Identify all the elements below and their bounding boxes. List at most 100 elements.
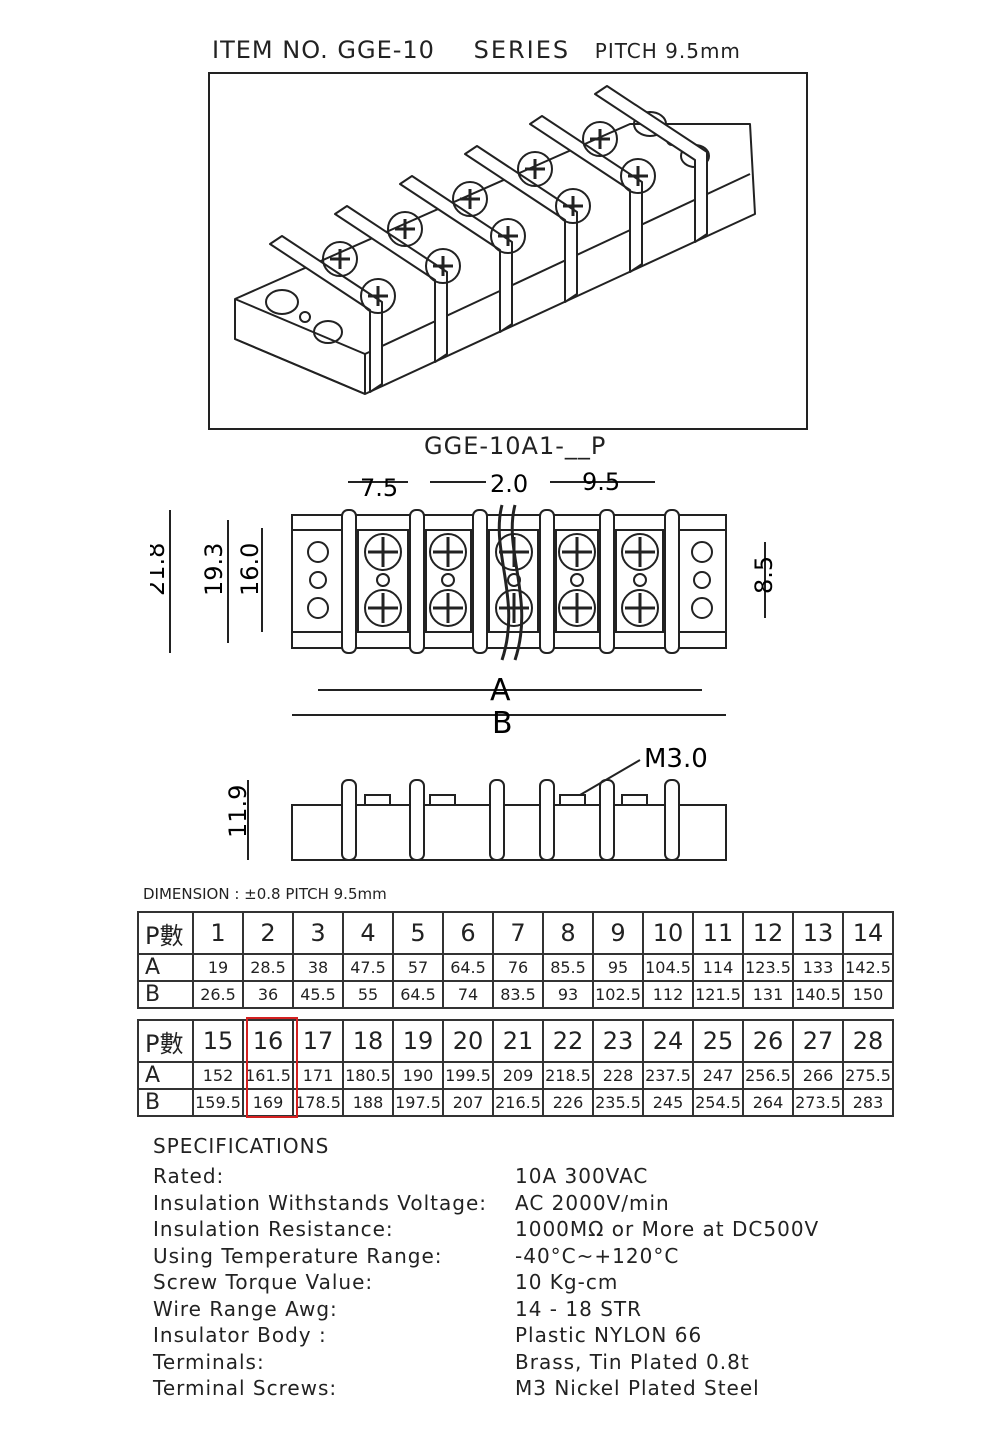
table-cell: 245 <box>642 1088 694 1117</box>
spec-label: Screw Torque Value: <box>153 1270 374 1294</box>
table-cell: 273.5 <box>792 1088 844 1117</box>
table-cell: 85.5 <box>542 953 594 982</box>
table-cell: 171 <box>292 1061 344 1090</box>
table-cell: 152 <box>192 1061 244 1090</box>
table-cell: 159.5 <box>192 1088 244 1117</box>
spec-label: Insulation Resistance: <box>153 1217 394 1241</box>
dim-b: B <box>492 706 513 741</box>
table-cell: 16 <box>242 1019 294 1063</box>
table-cell: 3 <box>292 911 344 955</box>
table-cell: 190 <box>392 1061 444 1090</box>
table-cell: 235.5 <box>592 1088 644 1117</box>
specifications: SPECIFICATIONS Rated: 10A 300VAC Insulati… <box>153 1134 818 1403</box>
row-header-b: B <box>137 1088 194 1117</box>
table-cell: 104.5 <box>642 953 694 982</box>
row-header-p: P數 <box>137 1019 194 1063</box>
table-cell: 28.5 <box>242 953 294 982</box>
table-cell: 15 <box>192 1019 244 1063</box>
table-cell: 55 <box>342 980 394 1009</box>
table-cell: 140.5 <box>792 980 844 1009</box>
table-cell: 228 <box>592 1061 644 1090</box>
table-row: B 26.5 36 45.5 55 64.5 74 83.5 93 102.5 … <box>137 980 894 1009</box>
table-cell: 218.5 <box>542 1061 594 1090</box>
table-cell: 22 <box>542 1019 594 1063</box>
table-cell: 169 <box>242 1088 294 1117</box>
table-cell: 19 <box>392 1019 444 1063</box>
spec-label: Rated: <box>153 1164 225 1188</box>
table-cell: 5 <box>392 911 444 955</box>
table-cell: 20 <box>442 1019 494 1063</box>
table-cell: 247 <box>692 1061 744 1090</box>
table-cell: 180.5 <box>342 1061 394 1090</box>
table-cell: 24 <box>642 1019 694 1063</box>
spec-value: 1000MΩ or More at DC500V <box>515 1217 820 1241</box>
table-cell: 47.5 <box>342 953 394 982</box>
table-cell: 57 <box>392 953 444 982</box>
series-label: SERIES <box>473 36 571 64</box>
table-cell: 254.5 <box>692 1088 744 1117</box>
dim-8-5: 8.5 <box>750 556 778 594</box>
table-cell: 266 <box>792 1061 844 1090</box>
table-cell: 7 <box>492 911 544 955</box>
table-row: P數 1 2 3 4 5 6 7 8 9 10 11 12 13 14 <box>137 911 894 955</box>
dim-19-3: 19.3 <box>200 543 228 596</box>
spec-row: Insulation Withstands Voltage:AC 2000V/m… <box>153 1191 669 1218</box>
table-cell: 133 <box>792 953 844 982</box>
table-cell: 8 <box>542 911 594 955</box>
spec-value: 10 Kg-cm <box>515 1270 619 1294</box>
terminal-block-isometric-drawing <box>234 85 756 395</box>
spec-row: Terminals:Brass, Tin Plated 0.8t <box>153 1350 749 1377</box>
table-cell: 209 <box>492 1061 544 1090</box>
table-cell: 1 <box>192 911 244 955</box>
spec-label: Terminal Screws: <box>153 1376 338 1400</box>
dim-7-5: 7.5 <box>360 474 398 502</box>
spec-row: Wire Range Awg: 14 - 18 STR <box>153 1297 641 1324</box>
table-cell: 131 <box>742 980 794 1009</box>
table-row: A 152 161.5 171 180.5 190 199.5 209 218.… <box>137 1061 894 1090</box>
table-cell: 11 <box>692 911 744 955</box>
spec-label: Insulation Withstands Voltage: <box>153 1190 487 1215</box>
table-cell: 25 <box>692 1019 744 1063</box>
table-cell: 121.5 <box>692 980 744 1009</box>
table-cell: 283 <box>842 1088 894 1117</box>
spec-label: Using Temperature Range: <box>153 1243 443 1268</box>
spec-value: 10A 300VAC <box>515 1164 649 1188</box>
dim-21-8: 21.8 <box>150 543 170 596</box>
dim-m3: M3.0 <box>644 744 708 774</box>
spec-row: Terminal Screws:M3 Nickel Plated Steel <box>153 1376 759 1403</box>
dimension-note: DIMENSION : ±0.8 PITCH 9.5mm <box>143 885 387 903</box>
table-cell: 150 <box>842 980 894 1009</box>
table-cell: 76 <box>492 953 544 982</box>
isometric-view-frame <box>208 72 808 430</box>
row-header-b: B <box>137 980 194 1009</box>
table-cell: 83.5 <box>492 980 544 1009</box>
table-cell: 237.5 <box>642 1061 694 1090</box>
spec-label: Wire Range Awg: <box>153 1296 338 1321</box>
table-cell: 112 <box>642 980 694 1009</box>
table-cell: 6 <box>442 911 494 955</box>
table-cell: 178.5 <box>292 1088 344 1117</box>
highlight-box <box>246 1017 298 1118</box>
pitch-label: PITCH 9.5mm <box>594 39 741 63</box>
dim-a: A <box>490 673 511 708</box>
table-cell: 207 <box>442 1088 494 1117</box>
spec-row: Insulation Resistance: 1000MΩ or More at … <box>153 1217 818 1244</box>
top-and-side-view-drawing: 7.5 2.0 9.5 21.8 19.3 16.0 8.5 A B M3.0 … <box>150 468 778 861</box>
table-row: A 19 28.5 38 47.5 57 64.5 76 85.5 95 104… <box>137 953 894 982</box>
table-cell: 216.5 <box>492 1088 544 1117</box>
table-cell: 114 <box>692 953 744 982</box>
spec-label: Insulator Body : <box>153 1323 327 1347</box>
spec-value: 14 - 18 STR <box>515 1296 642 1321</box>
table-cell: 197.5 <box>392 1088 444 1117</box>
table-cell: 74 <box>442 980 494 1009</box>
table-cell: 21 <box>492 1019 544 1063</box>
dim-11-9: 11.9 <box>224 785 252 838</box>
table-cell: 14 <box>842 911 894 955</box>
table-cell: 28 <box>842 1019 894 1063</box>
specifications-heading: SPECIFICATIONS <box>153 1134 330 1158</box>
pin-dimension-table-2: P數 15 16 17 18 19 20 21 22 23 24 25 26 2… <box>137 1019 894 1117</box>
model-number: GGE-10A1-__P <box>424 432 607 460</box>
table-cell: 226 <box>542 1088 594 1117</box>
table-cell: 161.5 <box>242 1061 294 1090</box>
table-cell: 93 <box>542 980 594 1009</box>
